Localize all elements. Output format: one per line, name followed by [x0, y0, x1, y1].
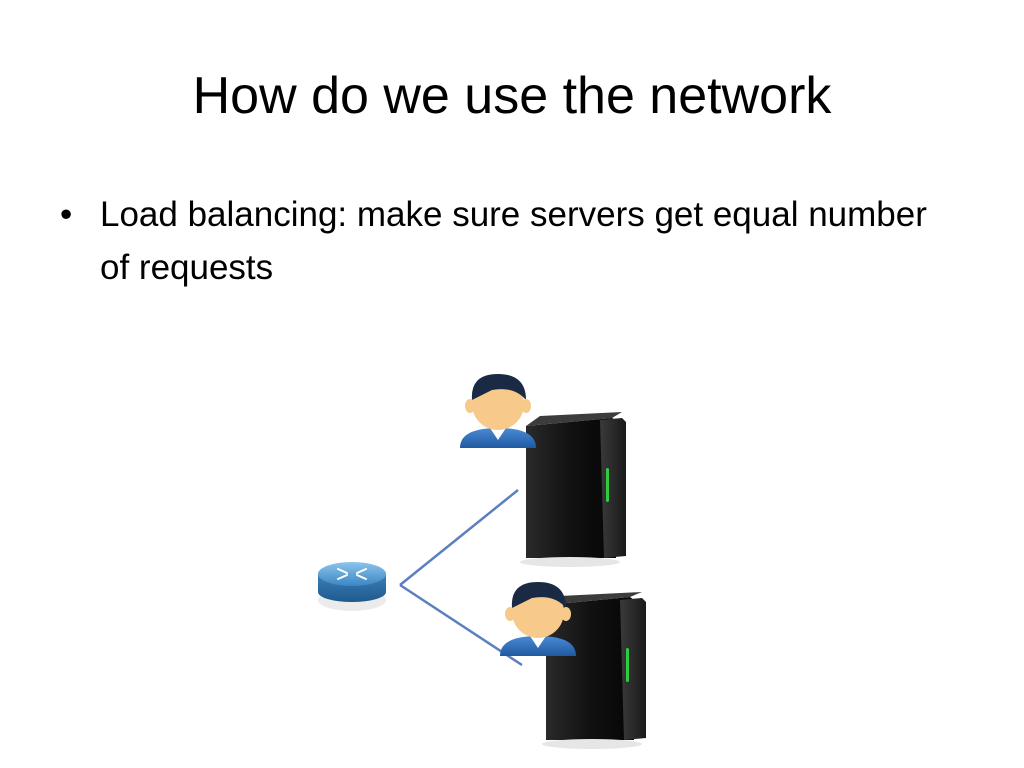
- network-diagram: [300, 360, 680, 760]
- server-led: [626, 648, 629, 682]
- router-icon: [318, 562, 386, 611]
- user-icon: [460, 374, 536, 448]
- user-icon: [500, 582, 576, 656]
- server-icon: [542, 592, 646, 749]
- bullet-text: Load balancing: make sure servers get eq…: [100, 195, 927, 287]
- slide-title: How do we use the network: [192, 67, 832, 125]
- bullet-dot: •: [60, 195, 73, 234]
- network-link: [399, 489, 519, 586]
- bullet-item: • Load balancing: make sure servers get …: [60, 188, 960, 294]
- bullet-list: • Load balancing: make sure servers get …: [60, 188, 960, 294]
- server-icon: [520, 412, 626, 567]
- network-diagram-svg: [318, 374, 646, 749]
- server-led: [606, 468, 609, 502]
